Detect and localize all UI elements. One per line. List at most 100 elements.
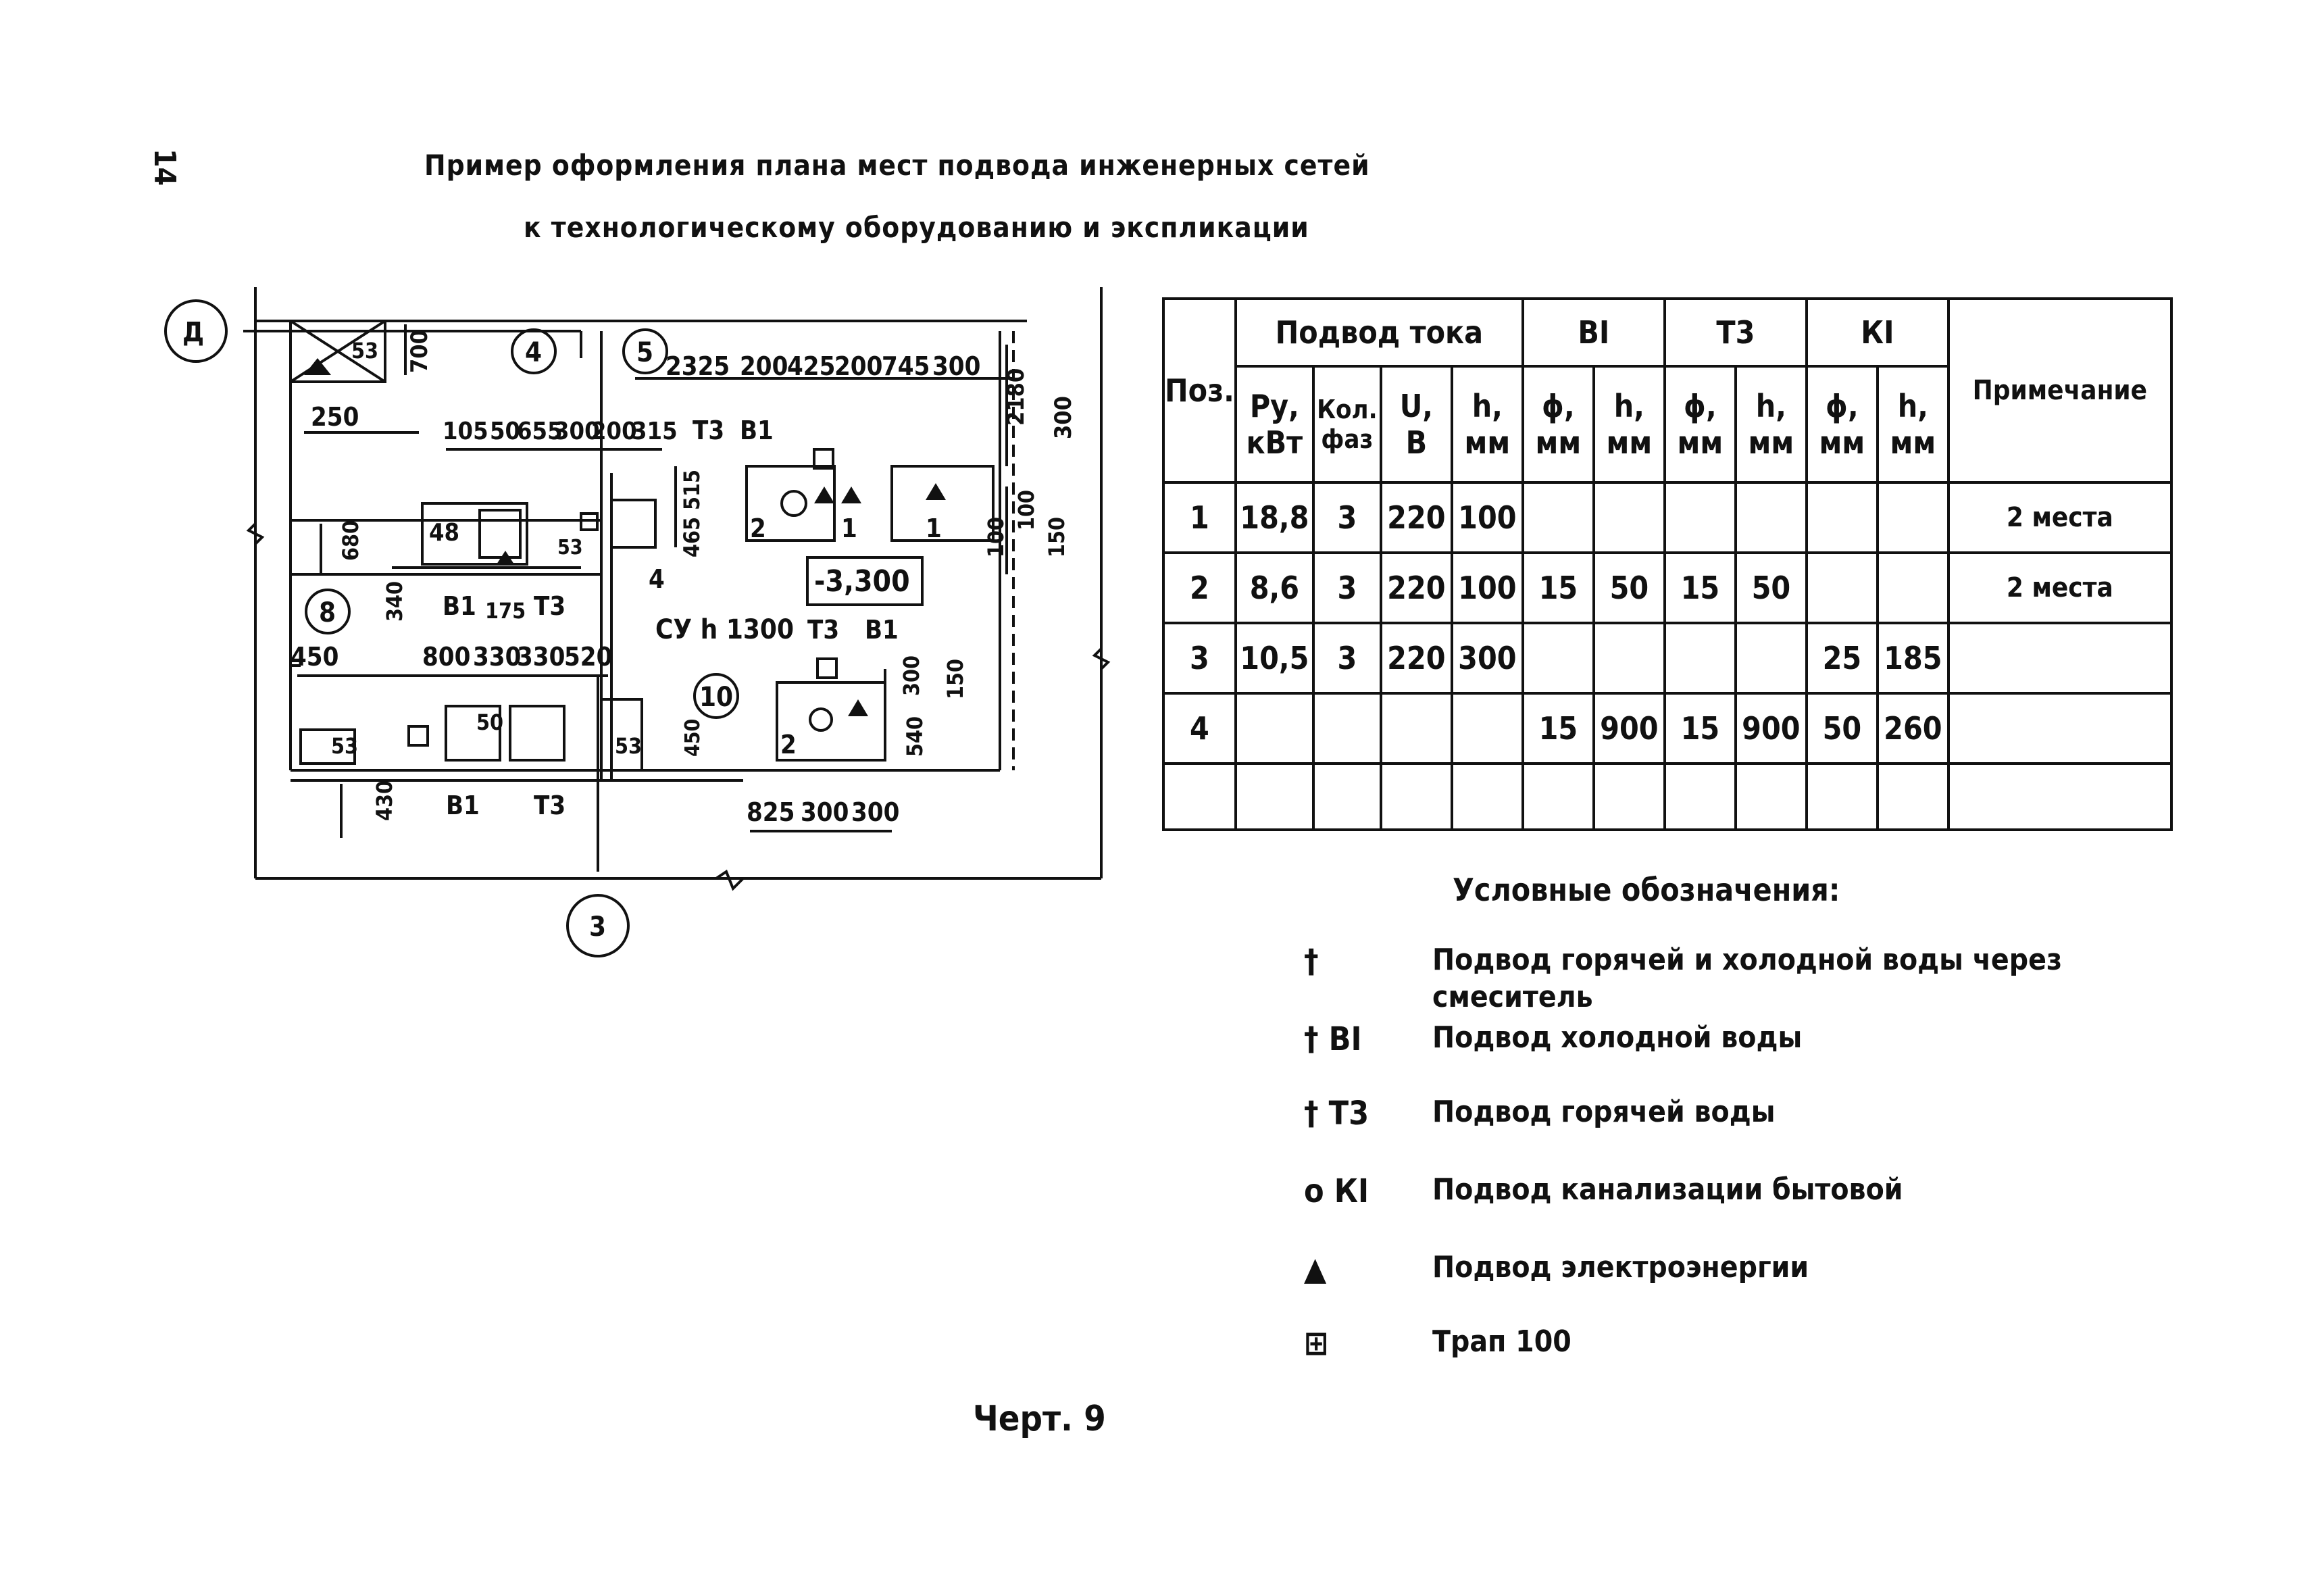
dim-label: 300: [1050, 396, 1077, 439]
table-cell: [1379, 762, 1453, 831]
legend-text-continued: смеситель: [1432, 980, 1593, 1014]
table-cell: 25: [1805, 622, 1879, 695]
legend-text: Подвод горячей воды: [1432, 1095, 1776, 1129]
dim-label: Т3: [534, 791, 565, 820]
table-cell: 8,6: [1234, 551, 1315, 624]
table-cell: [1805, 762, 1879, 831]
dim-label: 105: [443, 418, 488, 445]
table-cell: 4: [1162, 692, 1237, 765]
table-cell: [1663, 622, 1737, 695]
table-cell: [1946, 692, 2173, 765]
dim-label: 175: [485, 598, 526, 624]
legend-text: Подвод горячей и холодной воды через: [1432, 943, 2062, 977]
table-cell: 50: [1734, 551, 1808, 624]
dim-label: 450: [681, 719, 705, 757]
dim-label: 2: [750, 514, 766, 543]
dim-label: 50: [490, 418, 520, 445]
dim-label: 540: [902, 716, 928, 757]
legend-text: Трап 100: [1432, 1324, 1571, 1359]
group-b1: ВI: [1521, 297, 1666, 368]
table-cell: 15: [1521, 551, 1595, 624]
dim-label: 300: [899, 655, 924, 696]
dim-label: 1: [841, 514, 857, 543]
dim-label: 53: [351, 338, 378, 364]
legend-symbol: ▲: [1304, 1250, 1327, 1288]
dim-label: 250: [311, 402, 359, 432]
dim-label: В1: [865, 615, 899, 645]
dim-label: 100: [983, 517, 1009, 557]
table-cell: 185: [1876, 622, 1950, 695]
legend-text: Подвод электроэнергии: [1432, 1250, 1809, 1285]
dim-label: 300: [932, 351, 980, 381]
axis-3-label: 3: [589, 912, 606, 943]
table-cell: 900: [1734, 692, 1808, 765]
col-h: h,мм: [1450, 365, 1524, 484]
table-cell: 220: [1379, 551, 1453, 624]
dim-label: 300: [801, 797, 849, 827]
col-k1-phi: ϕ,мм: [1805, 365, 1879, 484]
explication-table: Поз. Подвод тока ВI Т3 КI Примечание Ру,…: [1162, 297, 2173, 831]
table-cell: 900: [1592, 692, 1666, 765]
table-cell: 3: [1311, 551, 1382, 624]
dim-label: 300: [554, 418, 600, 445]
table-cell: [1450, 692, 1524, 765]
legend-symbol: †: [1304, 943, 1319, 980]
dim-label: 50: [476, 709, 503, 735]
dim-label: 340: [382, 581, 407, 622]
dim-label: 745: [882, 351, 930, 381]
dim-label: 53: [331, 733, 358, 759]
table-cell: 10,5: [1234, 622, 1315, 695]
col-note: Примечание: [1946, 297, 2173, 484]
dim-label: 315: [632, 418, 678, 445]
col-u: U,В: [1379, 365, 1453, 484]
table-cell: [1311, 692, 1382, 765]
table-cell: 15: [1521, 692, 1595, 765]
dim-label: 200: [740, 351, 788, 381]
axis-d-label: Д: [182, 317, 204, 348]
table-cell: 300: [1450, 622, 1524, 695]
dim-label: 655: [517, 418, 563, 445]
table-cell: 50: [1592, 551, 1666, 624]
legend-symbol: † Т3: [1304, 1095, 1369, 1132]
col-t3-h: h,мм: [1734, 365, 1808, 484]
table-cell: 2: [1162, 551, 1237, 624]
legend-symbol: ⊞: [1304, 1324, 1329, 1362]
legend-text: Подвод канализации бытовой: [1432, 1172, 1903, 1207]
table-cell: 18,8: [1234, 481, 1315, 554]
col-b1-h: h,мм: [1592, 365, 1666, 484]
dim-label: Т3: [807, 615, 839, 645]
table-cell: [1521, 762, 1595, 831]
dim-label: В1: [740, 416, 774, 445]
room-5-label: 5: [636, 337, 653, 368]
dim-label: 680: [338, 520, 363, 561]
table-cell: [1450, 762, 1524, 831]
table-cell: 50: [1805, 692, 1879, 765]
level-mark: -3,300: [814, 564, 910, 599]
su-label: СУ h 1300: [655, 614, 794, 645]
dim-label: 200: [834, 351, 882, 381]
drawing-caption: Черт. 9: [973, 1399, 1106, 1439]
table-cell: [1521, 481, 1595, 554]
table-cell: 3: [1162, 622, 1237, 695]
table-cell: 260: [1876, 692, 1950, 765]
table-row: [1162, 762, 2173, 831]
floor-plan: Д 3 4 5 8 10 -3,300 СУ h 1300 700 53 250…: [164, 287, 1111, 957]
table-cell: 3: [1311, 622, 1382, 695]
dim-label: 53: [615, 733, 642, 759]
dim-label: 430: [372, 780, 397, 821]
dim-label: 425: [787, 351, 835, 381]
table-cell: 15: [1663, 692, 1737, 765]
dim-label: 2325: [665, 351, 730, 381]
group-t3: Т3: [1663, 297, 1808, 368]
table-cell: [1805, 481, 1879, 554]
group-k1: КI: [1805, 297, 1950, 368]
dim-label: 4: [649, 564, 665, 594]
dim-label: В1: [446, 791, 480, 820]
table-cell: [1663, 481, 1737, 554]
table-cell: [1379, 692, 1453, 765]
col-py: Ру,кВт: [1234, 365, 1315, 484]
table-cell: 220: [1379, 481, 1453, 554]
room-8-label: 8: [319, 597, 336, 628]
title-line-2: к технологическому оборудованию и экспли…: [524, 211, 1309, 244]
table-cell: 100: [1450, 481, 1524, 554]
